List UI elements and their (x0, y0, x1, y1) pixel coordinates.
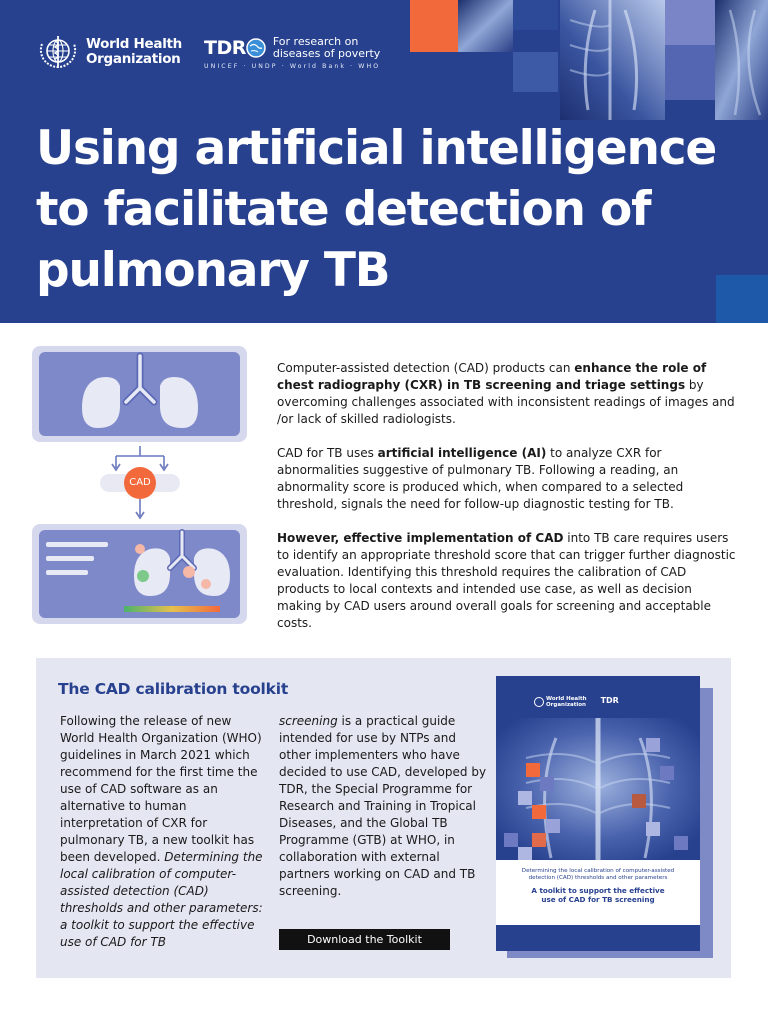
toolkit-column-1: Following the release of new World Healt… (60, 714, 263, 949)
intro-paragraph-1: Computer-assisted detection (CAD) produc… (277, 361, 735, 426)
toolkit-column-2: screening is a practical guide intended … (279, 714, 487, 898)
cover-tdr-logo: TDR (600, 696, 619, 705)
cover-subtitle: Determining the local calibration of com… (521, 868, 675, 881)
cover-main-title: A toolkit to support the effective use o… (531, 886, 665, 904)
corner-accent-square (716, 275, 768, 323)
intro-paragraph-2: CAD for TB uses artificial intelligence … (277, 446, 684, 511)
tdr-tagline-line1: For research on (272, 35, 359, 48)
page-title: Using artificial intelligence to facilit… (36, 118, 736, 301)
header-banner: World Health Organization TDR For resear… (0, 0, 768, 323)
cover-title-block: Determining the local calibration of com… (496, 860, 700, 925)
lungs-icon (82, 352, 198, 428)
tdr-sponsors: UNICEF · UNDP · World Bank · WHO (204, 63, 381, 70)
toolkit-title: The CAD calibration toolkit (58, 680, 289, 698)
who-name-line1: World Health (86, 36, 182, 52)
cover-xray-image (496, 718, 700, 866)
who-logo[interactable]: World Health Organization (36, 32, 182, 72)
who-emblem-icon (39, 36, 77, 69)
tdr-logo[interactable]: TDR For research on diseases of poverty … (204, 35, 381, 71)
who-name-line2: Organization (86, 51, 181, 67)
tdr-mark: TDR (204, 37, 267, 59)
title-line-2: to facilitate detection of (36, 182, 652, 237)
xray-mosaic-image (410, 0, 768, 120)
tdr-tagline-line2: diseases of poverty (272, 47, 381, 60)
tdr-wordmark: TDR (204, 37, 246, 59)
cad-process-illustration (32, 346, 247, 624)
title-line-1: Using artificial intelligence (36, 121, 717, 176)
cover-who-emblem-icon (534, 697, 544, 707)
cad-label: CAD (129, 477, 151, 488)
intro-text: Computer-assisted detection (CAD) produc… (277, 360, 737, 649)
tdr-globe-icon (246, 38, 266, 58)
title-line-3: pulmonary TB (36, 243, 391, 298)
intro-paragraph-3: However, effective implementation of CAD… (277, 531, 736, 630)
download-toolkit-button[interactable]: Download the Toolkit (279, 929, 450, 950)
